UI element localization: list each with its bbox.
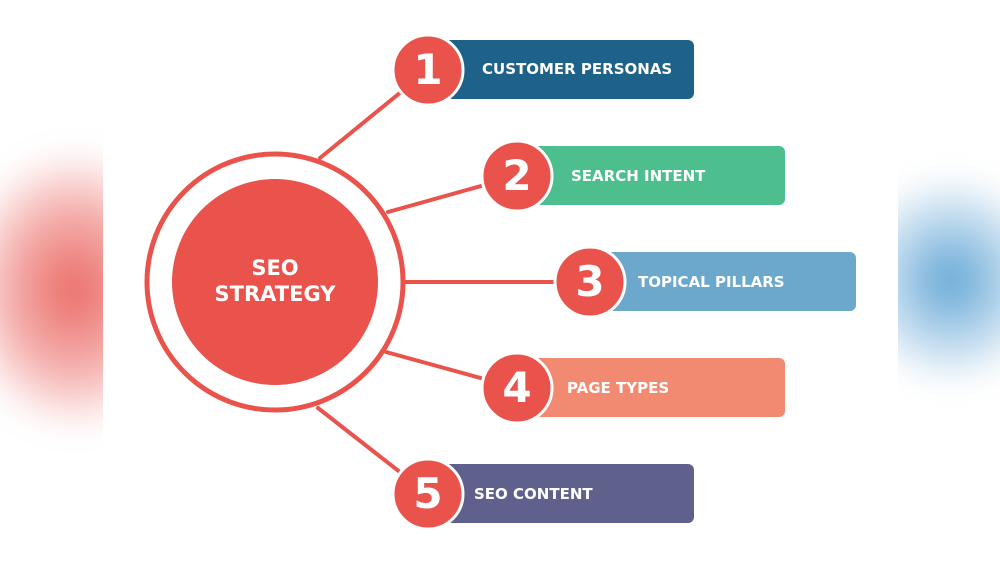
item-bar-5 xyxy=(428,464,694,523)
item-number-4: 4 xyxy=(502,363,532,412)
item-label-4: PAGE TYPES xyxy=(567,379,670,397)
item-bar-1 xyxy=(428,40,694,99)
item-badge-2 xyxy=(480,139,554,213)
item-4 xyxy=(480,351,785,425)
item-label-1: CUSTOMER PERSONAS xyxy=(482,60,673,78)
item-bar-2 xyxy=(517,146,785,205)
item-label-2: SEARCH INTENT xyxy=(571,167,706,185)
item-bar-3 xyxy=(590,252,856,311)
hub-title: SEO STRATEGY xyxy=(195,255,355,307)
hub-title-line-1: SEO xyxy=(251,256,299,280)
item-3 xyxy=(553,245,856,319)
item-bar-4 xyxy=(517,358,785,417)
item-number-2: 2 xyxy=(502,151,532,200)
item-number-5: 5 xyxy=(413,469,443,518)
hub-circle xyxy=(172,179,378,385)
item-number-3: 3 xyxy=(575,257,605,306)
item-number-1: 1 xyxy=(413,45,443,94)
item-badge-1 xyxy=(391,33,465,107)
item-badge-4 xyxy=(480,351,554,425)
item-label-5: SEO CONTENT xyxy=(474,485,593,503)
item-badge-5 xyxy=(391,457,465,531)
hub-title-line-2: STRATEGY xyxy=(214,282,336,306)
item-1 xyxy=(391,33,694,107)
item-label-3: TOPICAL PILLARS xyxy=(638,273,785,291)
item-2 xyxy=(480,139,785,213)
item-5 xyxy=(391,457,694,531)
item-badge-3 xyxy=(553,245,627,319)
